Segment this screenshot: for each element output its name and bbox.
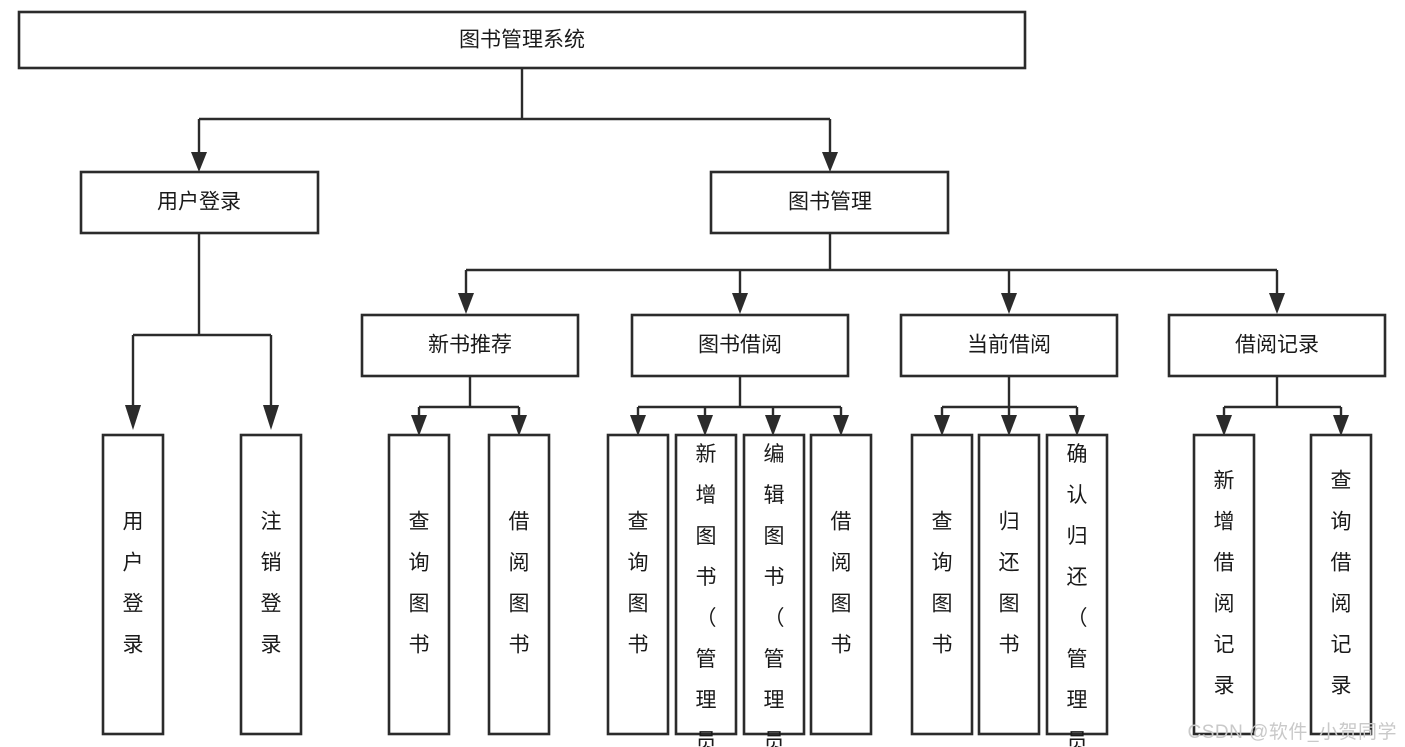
node-leaf-return-book[interactable]: 归还图书 xyxy=(977,433,1041,736)
node-book-manage[interactable]: 图书管理 xyxy=(709,170,950,235)
connector-current-borrow-bus xyxy=(940,376,1079,418)
node-borrow-record[interactable]: 借阅记录 xyxy=(1167,313,1387,378)
node-leaf-borrow-book-2[interactable]: 借阅图书 xyxy=(809,433,873,736)
connector-root-bus xyxy=(197,68,832,155)
node-leaf-add-book[interactable]: 新增图书（管理员） xyxy=(674,433,738,747)
node-leaf-add-book-box[interactable] xyxy=(674,433,738,736)
node-leaf-query-record-box[interactable] xyxy=(1309,433,1373,736)
arrow-to-leaf-query-book-1 xyxy=(411,415,427,436)
connector-new-book-recommend-bus xyxy=(417,376,521,418)
node-root-box[interactable] xyxy=(17,10,1027,70)
node-leaf-query-book-1[interactable]: 查询图书 xyxy=(387,433,451,736)
arrow-to-leaf-add-record xyxy=(1216,415,1232,436)
node-root-label: 图书管理系统 xyxy=(459,29,585,52)
node-leaf-borrow-book-2-label: 借阅图书 xyxy=(831,511,852,657)
node-leaf-borrow-book-1-label: 借阅图书 xyxy=(509,511,530,657)
arrow-to-leaf-edit-book xyxy=(765,415,781,436)
node-leaf-borrow-book-2-box[interactable] xyxy=(809,433,873,736)
node-leaf-query-record-label: 查询借阅记录 xyxy=(1331,470,1352,698)
node-user-login[interactable]: 用户登录 xyxy=(79,170,320,235)
node-leaf-add-record-box[interactable] xyxy=(1192,433,1256,736)
node-leaf-query-book-2-label: 查询图书 xyxy=(628,511,649,657)
node-leaf-return-book-label: 归还图书 xyxy=(999,511,1020,657)
node-leaf-edit-book[interactable]: 编辑图书（管理员） xyxy=(742,433,806,747)
connector-layer xyxy=(125,68,1349,436)
node-current-borrow-label: 当前借阅 xyxy=(967,334,1051,357)
node-leaf-query-record[interactable]: 查询借阅记录 xyxy=(1309,433,1373,736)
arrow-to-leaf-query-record xyxy=(1333,415,1349,436)
node-leaf-query-book-3-label: 查询图书 xyxy=(932,511,953,657)
node-leaf-user-login-box[interactable] xyxy=(101,433,165,736)
node-leaf-user-login-label: 用户登录 xyxy=(123,511,144,657)
node-leaf-confirm-return[interactable]: 确认归还（管理员） xyxy=(1045,433,1109,747)
node-book-manage-box[interactable] xyxy=(709,170,950,235)
node-leaf-query-book-2-box[interactable] xyxy=(606,433,670,736)
node-leaf-borrow-book-1[interactable]: 借阅图书 xyxy=(487,433,551,736)
arrow-to-book-manage xyxy=(822,152,838,172)
node-borrow-record-box[interactable] xyxy=(1167,313,1387,378)
node-leaf-confirm-return-label: 确认归还（管理员） xyxy=(1067,443,1088,747)
node-current-borrow[interactable]: 当前借阅 xyxy=(899,313,1119,378)
arrow-to-leaf-user-logout xyxy=(263,405,279,430)
node-leaf-query-book-2[interactable]: 查询图书 xyxy=(606,433,670,736)
node-leaf-query-book-3-box[interactable] xyxy=(910,433,974,736)
node-book-borrow[interactable]: 图书借阅 xyxy=(630,313,850,378)
node-leaf-add-record[interactable]: 新增借阅记录 xyxy=(1192,433,1256,736)
arrow-to-leaf-borrow-book-2 xyxy=(833,415,849,436)
arrow-to-leaf-confirm-return xyxy=(1069,415,1085,436)
node-current-borrow-box[interactable] xyxy=(899,313,1119,378)
node-book-borrow-box[interactable] xyxy=(630,313,850,378)
node-borrow-record-label: 借阅记录 xyxy=(1235,334,1319,357)
arrow-to-leaf-borrow-book-1 xyxy=(511,415,527,436)
node-book-manage-label: 图书管理 xyxy=(788,191,872,214)
node-book-borrow-label: 图书借阅 xyxy=(698,334,782,357)
node-leaf-confirm-return-box[interactable] xyxy=(1045,433,1109,736)
node-leaf-edit-book-box[interactable] xyxy=(742,433,806,736)
node-leaf-query-book-1-label: 查询图书 xyxy=(409,511,430,657)
node-leaf-borrow-book-1-box[interactable] xyxy=(487,433,551,736)
node-user-login-box[interactable] xyxy=(79,170,320,235)
arrow-to-leaf-add-book xyxy=(697,415,713,436)
arrow-to-current-borrow xyxy=(1001,293,1017,314)
node-leaf-return-book-box[interactable] xyxy=(977,433,1041,736)
connector-borrow-record-bus xyxy=(1222,376,1343,418)
arrow-to-leaf-query-book-2 xyxy=(630,415,646,436)
connector-book-borrow-bus xyxy=(636,376,843,418)
node-leaf-user-logout-box[interactable] xyxy=(239,433,303,736)
connector-book-manage-bus xyxy=(464,233,1279,296)
node-leaf-query-book-3[interactable]: 查询图书 xyxy=(910,433,974,736)
node-new-book-recommend[interactable]: 新书推荐 xyxy=(360,313,580,378)
node-leaf-query-book-1-box[interactable] xyxy=(387,433,451,736)
arrow-to-book-borrow xyxy=(732,293,748,314)
node-new-book-recommend-label: 新书推荐 xyxy=(428,334,512,357)
arrow-to-user-login xyxy=(191,152,207,172)
node-leaf-add-book-label: 新增图书（管理员） xyxy=(696,443,717,747)
node-new-book-recommend-box[interactable] xyxy=(360,313,580,378)
node-user-login-label: 用户登录 xyxy=(157,191,241,214)
arrow-to-borrow-record xyxy=(1269,293,1285,314)
arrow-to-new-book-recommend xyxy=(458,293,474,314)
node-leaf-user-login[interactable]: 用户登录 xyxy=(101,433,165,736)
node-root[interactable]: 图书管理系统 xyxy=(17,10,1027,70)
arrow-to-leaf-user-login xyxy=(125,405,141,430)
node-leaf-user-logout[interactable]: 注销登录 xyxy=(239,433,303,736)
arrow-to-leaf-query-book-3 xyxy=(934,415,950,436)
connector-user-login-bus xyxy=(131,233,273,408)
node-leaf-add-record-label: 新增借阅记录 xyxy=(1214,470,1235,698)
arrow-to-leaf-return-book xyxy=(1001,415,1017,436)
node-leaf-user-logout-label: 注销登录 xyxy=(261,511,282,657)
node-leaf-edit-book-label: 编辑图书（管理员） xyxy=(764,443,785,747)
